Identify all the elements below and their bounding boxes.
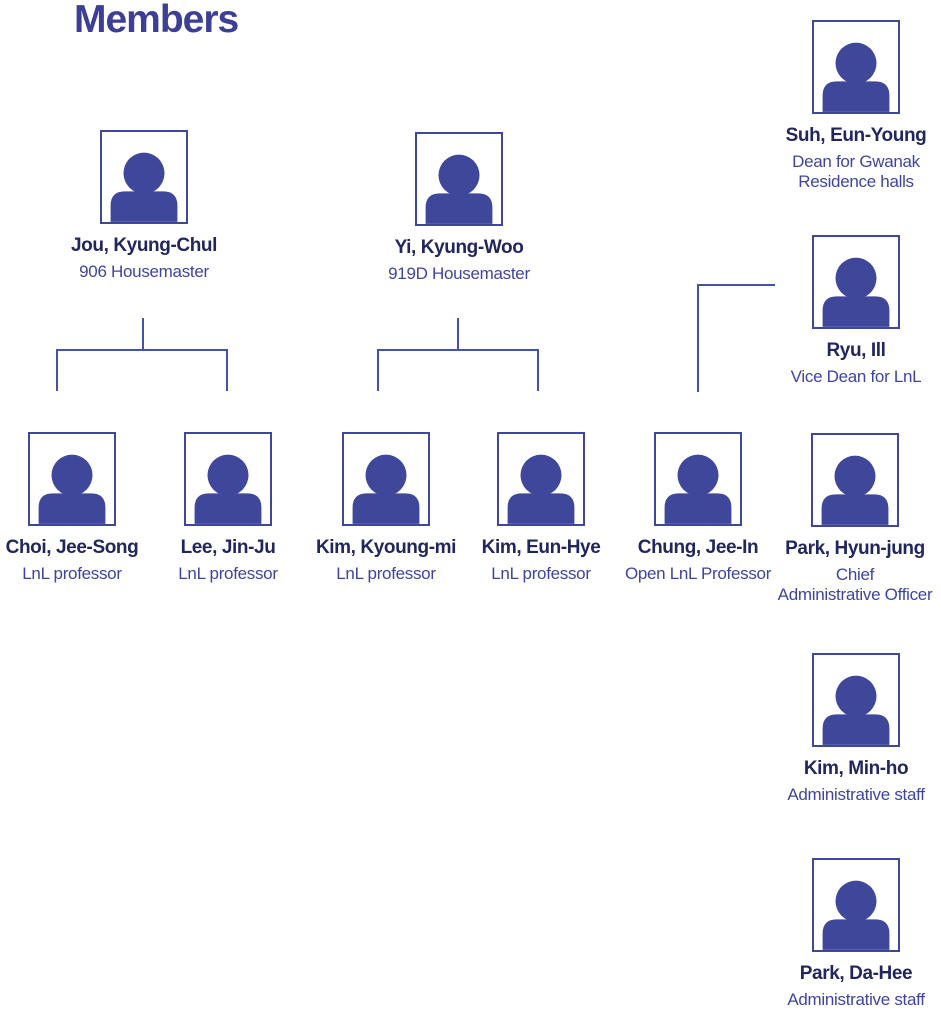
avatar-frame [812, 858, 900, 952]
member-title: 919D Housemaster [388, 264, 530, 283]
avatar-frame [812, 653, 900, 747]
member-card-suh-eun-young: Suh, Eun-Young Dean for Gwanak Residence… [761, 20, 941, 191]
member-card-kim-eun-hye: Kim, Eun-Hye LnL professor [446, 432, 636, 584]
member-card-ryu-ill: Ryu, Ill Vice Dean for LnL [761, 235, 941, 387]
member-name: Kim, Eun-Hye [481, 537, 601, 558]
member-card-kim-kyoung-mi: Kim, Kyoung-mi LnL professor [291, 432, 481, 584]
member-name: Yi, Kyung-Woo [394, 237, 524, 258]
avatar-frame [812, 235, 900, 329]
member-title: LnL professor [178, 564, 278, 583]
avatar-frame [415, 132, 503, 226]
member-title: Administrative staff [787, 785, 925, 804]
member-name: Lee, Jin-Ju [180, 537, 276, 558]
connector-yi-horizontal [377, 349, 539, 351]
member-card-park-hyun-jung: Park, Hyun-jung Chief Administrative Off… [760, 433, 941, 604]
member-name: Ryu, Ill [826, 340, 886, 361]
member-name: Jou, Kyung-Chul [71, 235, 217, 256]
person-silhouette-icon [507, 454, 575, 524]
member-name: Park, Da-Hee [799, 963, 913, 984]
member-name: Park, Hyun-jung [785, 538, 925, 559]
member-name: Choi, Jee-Song [5, 537, 139, 558]
member-card-lee-jin-ju: Lee, Jin-Ju LnL professor [133, 432, 323, 584]
member-card-kim-min-ho: Kim, Min-ho Administrative staff [761, 653, 941, 805]
connector-yi-drop-left [377, 349, 379, 391]
person-silhouette-icon [425, 154, 493, 224]
member-card-chung-jee-in: Chung, Jee-In Open LnL Professor [603, 432, 793, 584]
person-silhouette-icon [110, 152, 178, 222]
avatar-frame [28, 432, 116, 526]
member-title: Open LnL Professor [624, 564, 772, 583]
person-silhouette-icon [194, 454, 262, 524]
connector-jou-stem [142, 318, 144, 350]
member-card-park-da-hee: Park, Da-Hee Administrative staff [761, 858, 941, 1010]
member-card-yi-kyung-woo: Yi, Kyung-Woo 919D Housemaster [364, 132, 554, 284]
member-title: LnL professor [22, 564, 122, 583]
member-title: LnL professor [491, 564, 591, 583]
connector-yi-drop-right [537, 349, 539, 391]
member-name: Kim, Kyoung-mi [315, 537, 457, 558]
avatar-frame [184, 432, 272, 526]
avatar-frame [812, 20, 900, 114]
avatar-frame [342, 432, 430, 526]
connector-jou-drop-left [56, 349, 58, 391]
member-card-choi-jee-song: Choi, Jee-Song LnL professor [0, 432, 167, 584]
member-title: LnL professor [336, 564, 436, 583]
connector-jou-horizontal [56, 349, 228, 351]
connector-yi-stem [457, 318, 459, 350]
member-name: Chung, Jee-In [637, 537, 759, 558]
person-silhouette-icon [822, 675, 890, 745]
person-silhouette-icon [822, 880, 890, 950]
member-title: Chief Administrative Officer [777, 565, 933, 604]
member-title: Dean for Gwanak Residence halls [792, 152, 920, 191]
avatar-frame [497, 432, 585, 526]
person-silhouette-icon [822, 42, 890, 112]
person-silhouette-icon [664, 454, 732, 524]
page-title: Members [74, 0, 239, 41]
avatar-frame [654, 432, 742, 526]
avatar-frame [811, 433, 899, 527]
person-silhouette-icon [822, 257, 890, 327]
avatar-frame [100, 130, 188, 224]
connector-ryu-horizontal [697, 284, 775, 286]
member-title: Administrative staff [787, 990, 925, 1009]
person-silhouette-icon [38, 454, 106, 524]
member-title: Vice Dean for LnL [790, 367, 922, 386]
member-name: Suh, Eun-Young [785, 125, 927, 146]
member-name: Kim, Min-ho [803, 758, 909, 779]
connector-ryu-vertical [697, 284, 699, 392]
member-title: 906 Housemaster [79, 262, 209, 281]
member-card-jou-kyung-chul: Jou, Kyung-Chul 906 Housemaster [49, 130, 239, 282]
person-silhouette-icon [821, 455, 889, 525]
connector-jou-drop-right [226, 349, 228, 391]
person-silhouette-icon [352, 454, 420, 524]
